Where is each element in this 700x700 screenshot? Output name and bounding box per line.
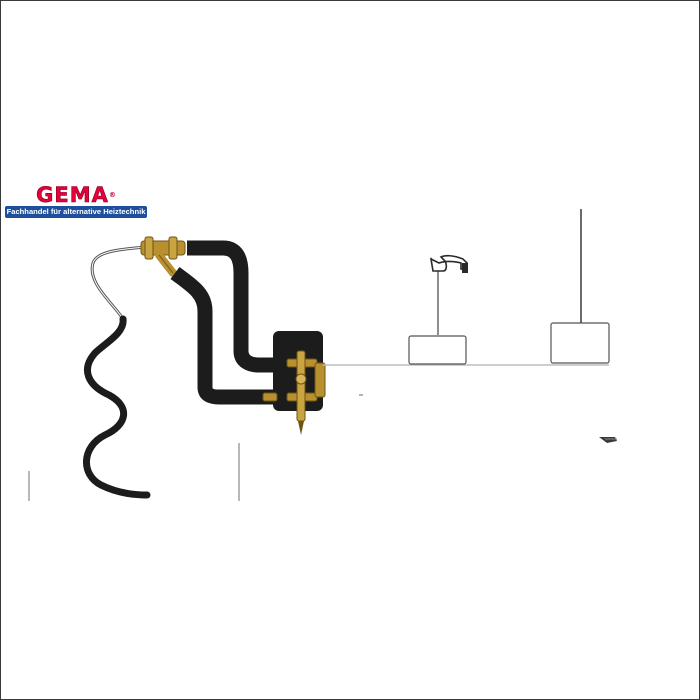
- thin-hose: [90, 245, 148, 320]
- brass-y-strainer: [140, 236, 186, 277]
- washbasin: [550, 209, 610, 364]
- sink-tap: [429, 254, 468, 335]
- logo-tagline: Fachhandel für alternative Heiztechnik: [5, 206, 147, 218]
- flexible-connection-hose: [83, 315, 151, 499]
- gema-logo: GEMA® Fachhandel für alternative Heiztec…: [5, 184, 147, 220]
- wall-hook: [599, 437, 617, 443]
- sink-basin: [408, 335, 467, 365]
- insulated-supply-pipe: [187, 240, 281, 373]
- mixing-valve-station: [262, 331, 326, 435]
- insulated-return-pipe: [170, 266, 273, 405]
- thin-hose-inner: [91, 246, 148, 320]
- logo-brand: GEMA®: [36, 183, 116, 207]
